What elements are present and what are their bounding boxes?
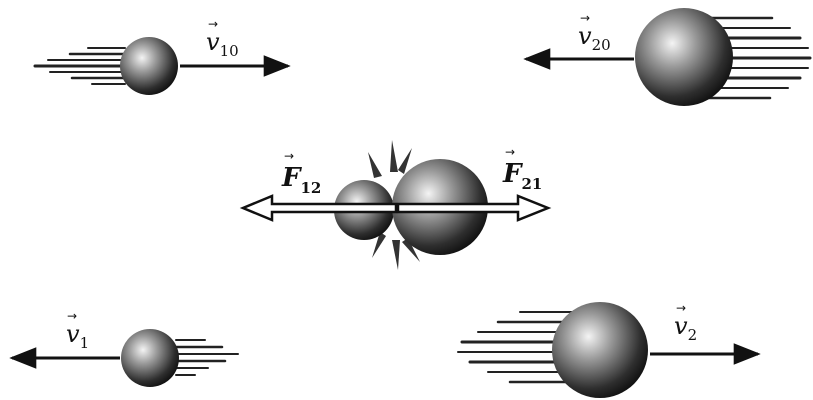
ball-2-before [635, 8, 733, 106]
force-label-F12: F12 [281, 163, 321, 197]
ball-1-after [121, 329, 179, 387]
vector-overbar: → [208, 17, 218, 31]
motion-streaks-ball-1-before [33, 47, 127, 85]
ball-1-before [120, 37, 178, 95]
ball-2-after-group: v2 → [457, 301, 761, 398]
vector-overbar: → [67, 309, 77, 323]
impact-burst [350, 140, 420, 270]
vector-overbar: → [676, 301, 686, 315]
ball-2-after [552, 302, 648, 398]
ball-1-after-group: v1 → [9, 309, 239, 387]
vector-overbar: → [284, 149, 294, 163]
force-label-F21: F21 [502, 159, 542, 193]
collision-group: F12 → F21 → [239, 140, 552, 270]
velocity-label-v10: v10 [206, 28, 239, 60]
force-arrow-F12 [239, 194, 398, 222]
vector-overbar: → [580, 11, 590, 25]
motion-streaks-ball-1-after [174, 339, 239, 376]
ball-2-before-group: v20 → [523, 8, 812, 106]
velocity-label-v1: v1 [66, 320, 89, 352]
velocity-label-v2: v2 [674, 312, 697, 344]
ball-1-before-group: v10 → [33, 17, 291, 95]
force-arrow-F21 [396, 194, 552, 222]
vector-overbar: → [505, 145, 515, 159]
velocity-label-v20: v20 [578, 22, 611, 54]
